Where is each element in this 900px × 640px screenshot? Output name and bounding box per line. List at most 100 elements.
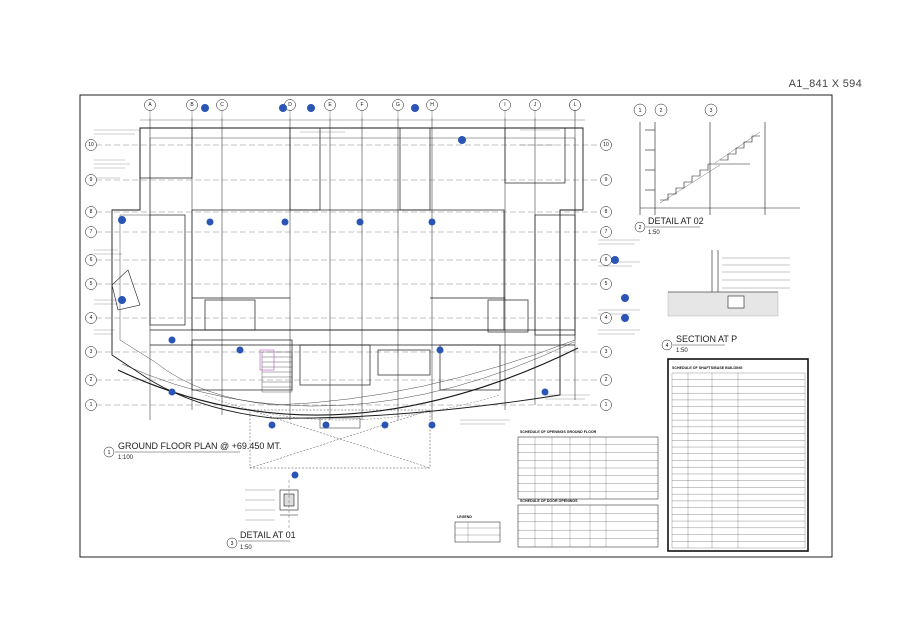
detail-02-scale: 1:50 bbox=[648, 230, 660, 236]
ground-floor-scale: 1:100 bbox=[118, 455, 134, 461]
svg-text:L: L bbox=[574, 102, 577, 108]
grid-column-marker: J bbox=[529, 99, 541, 118]
section-p-title: SECTION AT P bbox=[676, 334, 737, 344]
svg-text:4: 4 bbox=[605, 315, 608, 321]
staircase bbox=[259, 349, 293, 393]
grid-row-marker: 6 bbox=[600, 254, 612, 266]
svg-text:G: G bbox=[396, 102, 400, 108]
svg-text:2: 2 bbox=[605, 377, 608, 383]
grid-row-marker: 6 bbox=[85, 254, 97, 266]
grid-row-marker: 5 bbox=[600, 278, 612, 290]
svg-text:4: 4 bbox=[90, 315, 93, 321]
svg-text:A: A bbox=[148, 102, 152, 108]
ground-floor-title: GROUND FLOOR PLAN @ +69.450 MT. bbox=[118, 441, 281, 451]
front-curve-wall bbox=[117, 347, 579, 416]
detail-02-grid-1: 1 bbox=[639, 108, 642, 114]
detail-01-title: DETAIL AT 01 bbox=[240, 530, 296, 540]
grid-column-marker: F bbox=[356, 99, 368, 118]
svg-text:9: 9 bbox=[90, 177, 93, 183]
grid-column-marker: E bbox=[324, 99, 336, 118]
view-title-ground-floor: 1 GROUND FLOOR PLAN @ +69.450 MT. 1:100 bbox=[103, 441, 281, 461]
svg-text:6: 6 bbox=[90, 257, 93, 263]
grid-row-marker: 1 bbox=[85, 399, 97, 411]
grid-row-markers-right: 10 9 8 7 6 5 4 3 2 1 bbox=[600, 139, 612, 411]
grid-row-marker: 3 bbox=[85, 346, 97, 358]
section-p-number: 4 bbox=[666, 343, 669, 349]
sheet-size-label: A1_841 X 594 bbox=[788, 78, 862, 90]
svg-text:C: C bbox=[220, 102, 224, 108]
svg-text:10: 10 bbox=[603, 142, 609, 148]
grid-row-marker: 4 bbox=[85, 312, 97, 324]
view-title-detail-02: 2 DETAIL AT 02 1:50 bbox=[634, 216, 704, 236]
svg-text:10: 10 bbox=[88, 142, 94, 148]
svg-text:F: F bbox=[360, 102, 363, 108]
detail-02-grid-markers bbox=[633, 103, 718, 117]
ground-floor-plan bbox=[94, 118, 640, 469]
view-title-detail-01: 3 DETAIL AT 01 1:50 bbox=[226, 530, 296, 551]
grid-column-marker: L bbox=[569, 99, 581, 118]
detail-01-scale: 1:50 bbox=[240, 545, 252, 551]
grid-column-marker: I bbox=[499, 99, 511, 118]
window-schedule-table: SCHEDULE OF OPENINGS GROUND FLOOR bbox=[517, 430, 659, 500]
svg-text:7: 7 bbox=[605, 229, 608, 235]
grid-column-marker: A bbox=[144, 99, 156, 118]
svg-text:1: 1 bbox=[90, 402, 93, 408]
svg-text:J: J bbox=[534, 102, 537, 108]
detail-01-number: 3 bbox=[231, 541, 234, 547]
building-outline bbox=[111, 127, 584, 419]
svg-text:B: B bbox=[190, 102, 194, 108]
grid-row-marker: 3 bbox=[600, 346, 612, 358]
svg-text:8: 8 bbox=[90, 209, 93, 215]
svg-text:2: 2 bbox=[90, 377, 93, 383]
grid-column-markers: ABCDEFGHIJKL bbox=[144, 99, 581, 118]
ground-floor-number: 1 bbox=[108, 450, 111, 456]
room-partitions bbox=[139, 127, 576, 391]
svg-text:E: E bbox=[328, 102, 332, 108]
structural-columns-vertical bbox=[149, 118, 576, 420]
shaft-schedule-title: SCHEDULE OF SHAFTS/BASE BUILDING bbox=[672, 366, 743, 370]
grid-row-marker: 1 bbox=[600, 399, 612, 411]
svg-text:I: I bbox=[504, 102, 505, 108]
svg-text:6: 6 bbox=[605, 257, 608, 263]
sheet-border bbox=[79, 94, 833, 558]
grid-row-marker: 7 bbox=[600, 226, 612, 238]
grid-column-marker: D bbox=[284, 99, 296, 118]
svg-text:7: 7 bbox=[90, 229, 93, 235]
detail-02-grid-2: 2 bbox=[660, 108, 663, 114]
grid-row-marker: 2 bbox=[600, 374, 612, 386]
svg-text:5: 5 bbox=[90, 281, 93, 287]
grid-row-marker: 10 bbox=[85, 139, 97, 151]
grid-row-marker: 8 bbox=[85, 206, 97, 218]
grid-lines-horizontal bbox=[96, 144, 612, 406]
view-title-section-p: 4 SECTION AT P 1:50 bbox=[661, 334, 737, 354]
section-markers bbox=[118, 104, 629, 479]
grid-row-marker: 9 bbox=[85, 174, 97, 186]
annotation-notes bbox=[94, 127, 640, 425]
svg-text:3: 3 bbox=[605, 349, 608, 355]
grid-row-markers-left: 10 9 8 7 6 5 4 3 2 1 bbox=[85, 139, 97, 411]
grid-row-marker: 4 bbox=[600, 312, 612, 324]
left-entry-wedge bbox=[111, 269, 141, 311]
detail-01-drawing bbox=[245, 480, 299, 530]
entrance-canopy bbox=[249, 409, 431, 469]
grid-row-marker: 2 bbox=[85, 374, 97, 386]
grid-column-marker: G bbox=[392, 99, 404, 118]
grid-column-marker: B bbox=[186, 99, 198, 118]
shaft-schedule-table: SCHEDULE OF SHAFTS/BASE BUILDING bbox=[667, 358, 809, 552]
legend-box: LEGEND bbox=[454, 515, 501, 543]
grid-row-marker: 10 bbox=[600, 139, 612, 151]
grid-row-marker: 7 bbox=[85, 226, 97, 238]
legend-title: LEGEND bbox=[457, 515, 472, 519]
detail-02-grid-3: 3 bbox=[710, 108, 713, 114]
svg-text:3: 3 bbox=[90, 349, 93, 355]
grid-column-marker: C bbox=[216, 99, 228, 118]
svg-text:9: 9 bbox=[605, 177, 608, 183]
door-schedule-title: SCHEDULE OF DOOR OPENINGS bbox=[520, 499, 578, 503]
section-p-scale: 1:50 bbox=[676, 348, 688, 354]
svg-text:8: 8 bbox=[605, 209, 608, 215]
section-p-drawing bbox=[667, 250, 790, 317]
door-schedule-table: SCHEDULE OF DOOR OPENINGS bbox=[517, 499, 659, 548]
grid-row-marker: 9 bbox=[600, 174, 612, 186]
detail-02-title: DETAIL AT 02 bbox=[648, 216, 704, 226]
